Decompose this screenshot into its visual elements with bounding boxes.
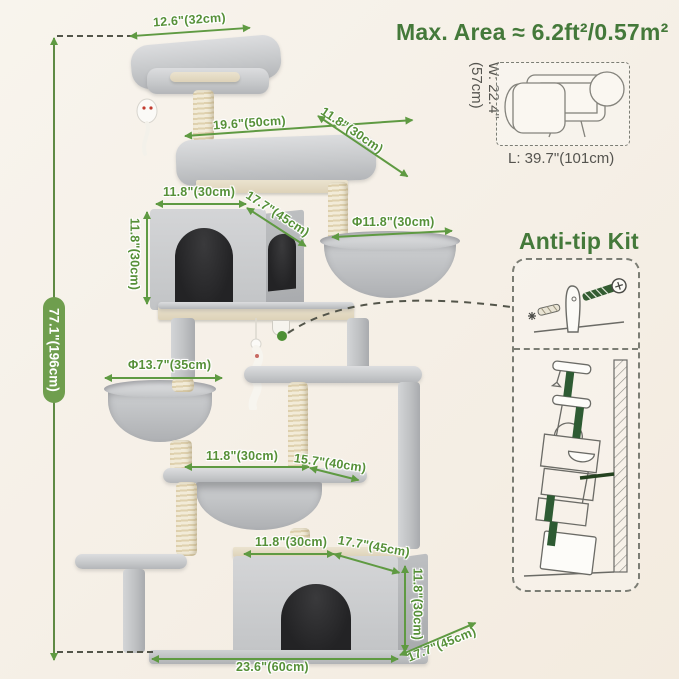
sisal-post-below-mid [290, 528, 310, 550]
mid-platform [244, 366, 422, 383]
anti-tip-panel [512, 258, 640, 592]
dim-lower-condo-width: 11.8"(30cm) [255, 535, 328, 549]
dim-left-basket: Φ13.7"(35cm) [128, 358, 212, 372]
upper-platform [175, 133, 377, 187]
sisal-post-top [193, 90, 214, 142]
height-ref-top [57, 35, 133, 37]
dim-lower-condo-height-arrow [401, 565, 409, 653]
total-height-text: 77.1"(196cm) [46, 308, 62, 392]
upper-platform-underside [196, 180, 348, 193]
dim-lower-condo-height: 11.8"(30cm) [410, 568, 425, 641]
upper-condo-arch-large [175, 228, 233, 310]
dim-condo-width-arrow [155, 200, 247, 208]
anti-tip-hardware-icon [528, 278, 627, 333]
anti-tip-title: Anti-tip Kit [519, 228, 639, 254]
dim-condo-width: 11.8"(30cm) [163, 185, 236, 199]
dim-hammock-width-arrow [184, 463, 310, 471]
lower-condo-top [233, 547, 406, 557]
dim-condo-height-arrow [143, 211, 151, 305]
anti-tip-tower-icon [523, 359, 628, 577]
anti-tip-anchor-dot [277, 331, 287, 341]
sisal-post-right-upper [328, 182, 348, 244]
grey-post-base-left [123, 569, 145, 653]
lower-condo-arch [281, 584, 351, 655]
grey-post-left [171, 318, 195, 380]
base-board [149, 650, 428, 664]
max-area-title: Max. Area ≈ 6.2ft²/0.57m² [396, 19, 669, 45]
total-height-label: 77.1"(196cm) [43, 297, 65, 403]
dim-base-length: 23.6"(60cm) [236, 660, 309, 674]
sisal-post-below-left [176, 482, 197, 556]
footprint-diagram [504, 71, 625, 138]
mid-board-edge [158, 302, 354, 309]
low-left-platform [75, 554, 187, 569]
dim-hammock-width: 11.8"(30cm) [206, 449, 279, 463]
sisal-post-left-long [172, 378, 194, 392]
dim-top-width: 12.6"(32cm) [152, 10, 227, 30]
top-platform-cushion [170, 72, 240, 82]
footprint-length-label: L: 39.7"(101cm) [508, 150, 615, 167]
grey-post-right-long [398, 382, 420, 549]
footprint-width-label: W: 22.4"(57cm) [468, 62, 502, 119]
dim-lower-condo-width-arrow [243, 550, 335, 558]
upper-condo-arch-small [268, 232, 296, 292]
left-basket-rim [104, 380, 216, 398]
dim-right-basket: Φ11.8"(30cm) [352, 215, 435, 229]
feather-toy-icon [248, 318, 264, 410]
hammock [196, 482, 322, 530]
footprint-box [496, 62, 630, 146]
mouse-toy-icon [136, 98, 158, 156]
anti-tip-panel-divider [514, 348, 638, 350]
dim-top-width-arrow [130, 26, 250, 38]
dim-condo-height: 11.8"(30cm) [127, 218, 142, 291]
height-ref-bottom [57, 651, 153, 653]
sisal-post-mid [288, 382, 308, 472]
dim-left-basket-arrow [104, 374, 223, 382]
dim-base-length-arrow [151, 655, 399, 663]
